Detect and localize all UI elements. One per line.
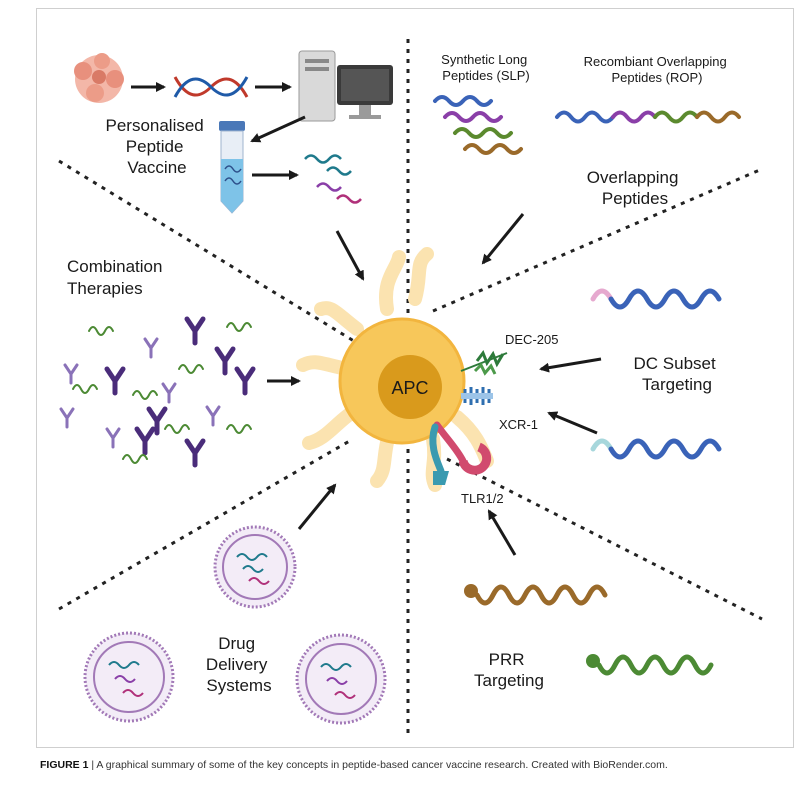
combination-label: Combination Therapies bbox=[67, 257, 167, 298]
dec205-receptor-icon bbox=[460, 349, 508, 376]
figure-panel: Personalised Peptide Vaccine Synthetic L… bbox=[36, 8, 794, 748]
liposome-icon-3 bbox=[295, 633, 387, 725]
arrow-computer-to-tube bbox=[250, 115, 306, 143]
slp-peptides-icon bbox=[433, 95, 523, 155]
caption-separator: | bbox=[88, 759, 97, 771]
computer-icon bbox=[298, 50, 393, 122]
caption-text: A graphical summary of some of the key c… bbox=[96, 759, 668, 771]
dc-subset-label: DC Subset Targeting bbox=[634, 354, 721, 394]
tlr12-receptor-icon bbox=[429, 421, 492, 485]
arrow-personalised-to-apc bbox=[335, 230, 365, 281]
dc-targeting-peptide-2-icon bbox=[590, 438, 722, 460]
xcr1-receptor-icon bbox=[461, 387, 493, 405]
arrow-delivery-to-apc bbox=[297, 483, 337, 530]
rop-label: Recombiant Overlapping Peptides (ROP) bbox=[584, 54, 731, 85]
dc-targeting-peptide-1-icon bbox=[590, 288, 722, 310]
rop-peptide-icon bbox=[555, 110, 741, 124]
prr-peptide-1-icon bbox=[464, 584, 608, 606]
divider-upper-left bbox=[58, 159, 368, 351]
figure-number: FIGURE 1 bbox=[40, 759, 89, 771]
figure-illustration: Personalised Peptide Vaccine Synthetic L… bbox=[58, 39, 763, 734]
drug-delivery-label: Drug Delivery Systems bbox=[206, 634, 272, 695]
divider-lower-left bbox=[58, 437, 354, 611]
prr-label: PRR Targeting bbox=[474, 650, 544, 690]
prr-peptide-2-icon bbox=[586, 654, 714, 676]
arrow-prr-to-tlr bbox=[487, 509, 517, 556]
figure-caption: FIGURE 1 | A graphical summary of some o… bbox=[40, 758, 780, 772]
liposome-icon-1 bbox=[213, 525, 297, 609]
tlr-label: TLR1/2 bbox=[461, 491, 504, 506]
tumour-cells-icon bbox=[74, 53, 124, 103]
overlapping-label: Overlapping Peptides bbox=[587, 168, 683, 208]
xcr1-label: XCR-1 bbox=[499, 417, 538, 432]
dna-icon bbox=[173, 76, 249, 98]
apc-nucleus bbox=[378, 355, 442, 419]
arrow-overlapping-to-apc bbox=[481, 213, 525, 265]
liposome-icon-2 bbox=[83, 631, 175, 723]
neoantigen-peptides-icon bbox=[304, 154, 362, 204]
antibodies-and-peptides-icon bbox=[59, 316, 256, 468]
dec205-label: DEC-205 bbox=[505, 332, 558, 347]
slp-label: Synthetic Long Peptides (SLP) bbox=[441, 52, 531, 83]
arrow-dc-to-dec205 bbox=[539, 357, 602, 373]
arrow-dc-to-xcr1 bbox=[547, 411, 598, 435]
apc-label: APC bbox=[391, 378, 428, 398]
apc-dendrites bbox=[296, 247, 494, 492]
apc-cell-icon: APC bbox=[296, 247, 494, 492]
section-dividers bbox=[58, 39, 763, 734]
personalised-label: Personalised Peptide Vaccine bbox=[105, 116, 208, 177]
test-tube-icon bbox=[219, 121, 245, 214]
